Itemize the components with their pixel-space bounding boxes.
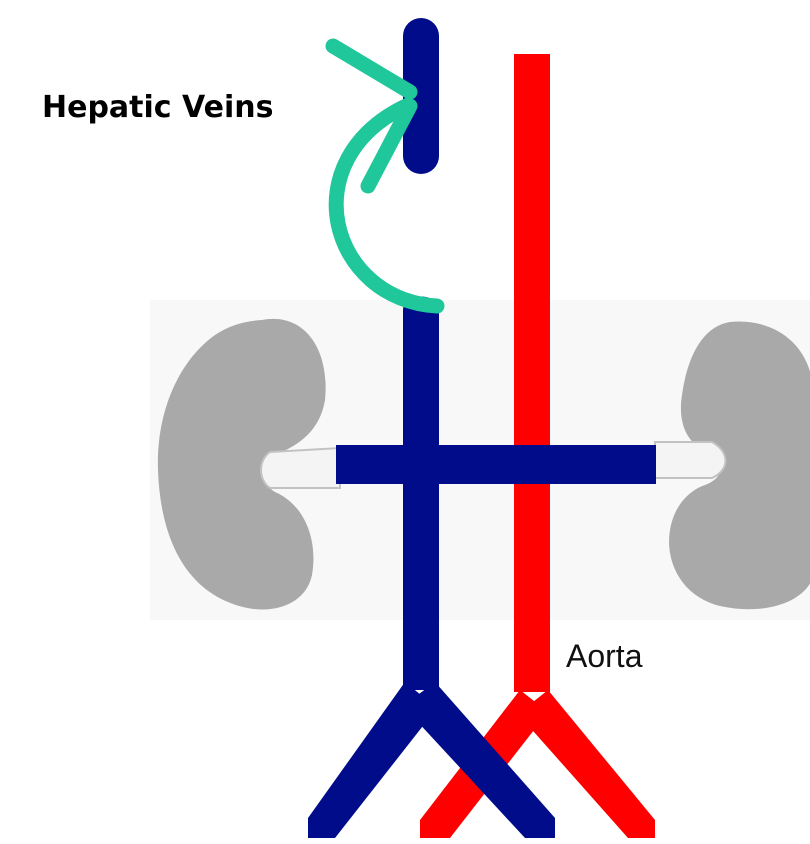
vena-cava-trunk xyxy=(403,297,439,691)
aorta-trunk xyxy=(514,54,550,692)
renal-vein xyxy=(336,445,656,484)
hepatic-veins-label: Hepatic Veins xyxy=(42,90,273,125)
aorta-label: Aorta xyxy=(566,638,642,675)
right-renal-tube xyxy=(655,442,726,478)
arrow-head-upper xyxy=(333,46,410,92)
left-renal-tube xyxy=(261,448,340,488)
